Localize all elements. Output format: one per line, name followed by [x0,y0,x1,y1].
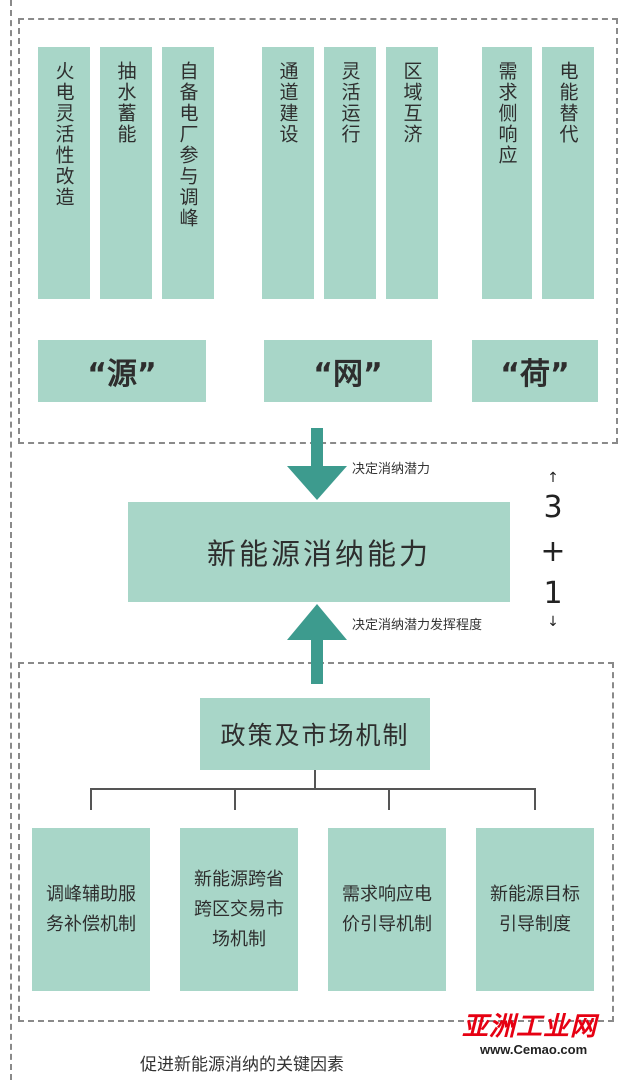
mechanism-box-4: 新能源目标引导制度 [476,828,594,991]
factor-column-label: 火电灵活性改造 [52,61,75,208]
up-arrow-shaft [311,638,323,684]
category-load: “荷” [472,340,598,402]
up-arrow-head [287,604,347,640]
policy-box: 政策及市场机制 [200,698,430,770]
factor-column-1: 火电灵活性改造 [38,47,90,299]
factor-column-label: 抽水蓄能 [114,61,137,145]
factor-column-label: 自备电厂参与调峰 [176,61,199,229]
factor-column-5: 灵活运行 [324,47,376,299]
note-top: 决定消纳潜力 [352,462,431,477]
watermark-logo: 亚洲工业网 www.Cemao.com [462,1012,612,1068]
left-dashed-line [10,0,12,1080]
factor-column-3: 自备电厂参与调峰 [162,47,214,299]
factor-column-2: 抽水蓄能 [100,47,152,299]
mechanism-box-2: 新能源跨省跨区交易市场机制 [180,828,298,991]
mechanism-box-1: 调峰辅助服务补偿机制 [32,828,150,991]
tree-stem [314,770,316,788]
factor-column-label: 需求侧响应 [495,61,518,166]
tree-bar [90,788,536,790]
side-number-1: 1 [543,576,563,611]
tree-branch-3 [388,788,390,810]
side-arrow-up: ↑ [547,470,559,486]
main-capacity-box: 新能源消纳能力 [128,502,510,602]
factor-column-label: 灵活运行 [338,61,361,145]
factor-column-label: 通道建设 [276,61,299,145]
factor-column-4: 通道建设 [262,47,314,299]
category-grid: “网” [264,340,432,402]
tree-branch-1 [90,788,92,810]
factor-column-6: 区域互济 [386,47,438,299]
tree-branch-2 [234,788,236,810]
mechanism-box-3: 需求响应电价引导机制 [328,828,446,991]
factor-column-label: 电能替代 [556,61,579,145]
mechanism-label: 新能源目标引导制度 [490,883,580,935]
factor-column-7: 需求侧响应 [482,47,532,299]
figure-caption: 促进新能源消纳的关键因素 [140,1055,344,1075]
mechanism-label: 需求响应电价引导机制 [342,883,432,935]
side-plus: + [540,534,566,569]
note-bottom: 决定消纳潜力发挥程度 [352,618,483,633]
watermark-url: www.Cemao.com [480,1042,588,1057]
side-number-3: 3 [543,490,563,525]
down-arrow-shaft [311,428,323,468]
factor-column-8: 电能替代 [542,47,594,299]
watermark-name: 亚洲工业网 [462,1012,598,1042]
down-arrow-head [287,466,347,500]
category-source: “源” [38,340,206,402]
factor-column-label: 区域互济 [400,61,423,145]
mechanism-label: 调峰辅助服务补偿机制 [46,883,136,935]
tree-branch-4 [534,788,536,810]
mechanism-label: 新能源跨省跨区交易市场机制 [194,868,284,950]
side-arrow-down: ↓ [547,614,559,630]
